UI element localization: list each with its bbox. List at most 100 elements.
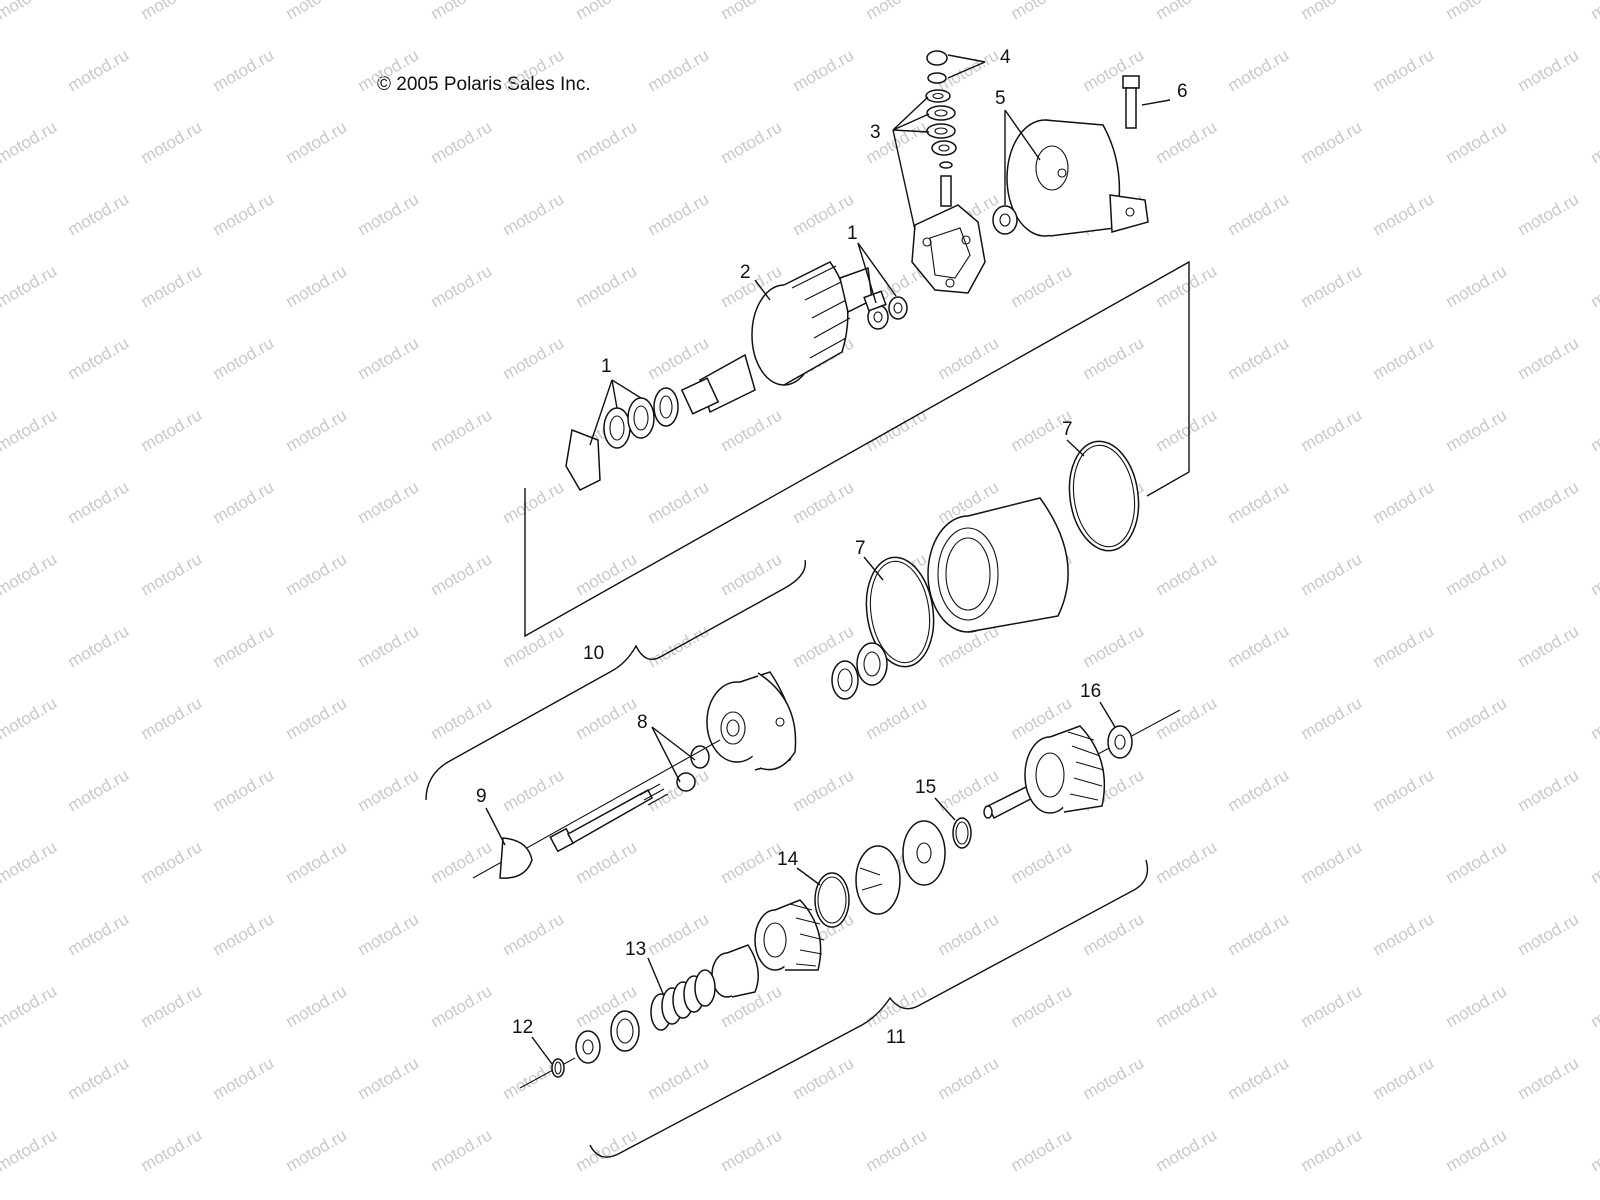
watermark-text: motod.ru	[0, 981, 60, 1031]
watermark-text: motod.ru	[1588, 0, 1600, 23]
watermark-text: motod.ru	[0, 0, 60, 23]
watermark-text: motod.ru	[210, 909, 278, 959]
watermark-text: motod.ru	[0, 117, 60, 167]
watermark-text: motod.ru	[1370, 909, 1438, 959]
watermark-text: motod.ru	[1298, 405, 1366, 455]
watermark-text: motod.ru	[500, 189, 568, 239]
watermark-text: motod.ru	[283, 261, 351, 311]
watermark-text: motod.ru	[1298, 693, 1366, 743]
part-14-retaining-ring	[814, 872, 850, 928]
callout-4: 4	[1000, 47, 1011, 68]
watermark-text: motod.ru	[1225, 189, 1293, 239]
watermark-text: motod.ru	[138, 981, 206, 1031]
watermark-text: motod.ru	[645, 765, 713, 815]
watermark-text: motod.ru	[428, 261, 496, 311]
callout-16: 16	[1080, 681, 1101, 702]
watermark-text: motod.ru	[138, 117, 206, 167]
watermark-text: motod.ru	[1370, 765, 1438, 815]
watermark-text: motod.ru	[428, 693, 496, 743]
watermark-text: motod.ru	[1080, 333, 1148, 383]
watermark-text: motod.ru	[138, 405, 206, 455]
watermark-text: motod.ru	[283, 549, 351, 599]
watermark-text: motod.ru	[1588, 405, 1600, 455]
watermark-text: motod.ru	[1588, 261, 1600, 311]
watermark-text: motod.ru	[1298, 1125, 1366, 1175]
spring-retainers	[575, 1010, 640, 1064]
bearing-needle	[831, 642, 888, 700]
callout-2: 2	[740, 262, 751, 283]
callout-9: 9	[476, 786, 487, 807]
watermark-text: motod.ru	[718, 117, 786, 167]
watermark-text: motod.ru	[1153, 117, 1221, 167]
watermark-text: motod.ru	[1370, 189, 1438, 239]
watermark-text: motod.ru	[1443, 261, 1511, 311]
watermark-text: motod.ru	[210, 765, 278, 815]
watermark-text: motod.ru	[1443, 0, 1511, 23]
watermark-text: motod.ru	[645, 909, 713, 959]
watermark-text: motod.ru	[573, 261, 641, 311]
watermark-text: motod.ru	[210, 189, 278, 239]
watermark-text: motod.ru	[863, 981, 931, 1031]
callout-7-lower: 7	[855, 538, 866, 559]
callout-7-upper: 7	[1062, 419, 1073, 440]
callout-14: 14	[777, 849, 799, 870]
watermark-text: motod.ru	[65, 333, 133, 383]
watermark-text: motod.ru	[1443, 549, 1511, 599]
watermark-text: motod.ru	[1008, 837, 1076, 887]
watermark-text: motod.ru	[65, 1053, 133, 1103]
gear-housing	[706, 671, 797, 771]
watermark-text: motod.ru	[138, 837, 206, 887]
watermark-text: motod.ru	[1225, 909, 1293, 959]
callout-13: 13	[625, 939, 646, 960]
watermark-text: motod.ru	[500, 45, 568, 95]
part-3-washers	[925, 89, 957, 169]
watermark-text: motod.ru	[0, 837, 60, 887]
watermark-text: motod.ru	[283, 981, 351, 1031]
watermark-text: motod.ru	[1153, 693, 1221, 743]
watermark-text: motod.ru	[138, 549, 206, 599]
watermark-text: motod.ru	[428, 981, 496, 1031]
watermark-text: motod.ru	[573, 117, 641, 167]
callout-10: 10	[583, 643, 604, 664]
watermark-text: motod.ru	[935, 333, 1003, 383]
brace-group-11	[589, 859, 1149, 1158]
watermark-text: motod.ru	[1008, 261, 1076, 311]
watermark-text: motod.ru	[1515, 333, 1583, 383]
thrust-washer	[902, 820, 946, 886]
watermark-text: motod.ru	[1153, 405, 1221, 455]
watermark-text: motod.ru	[283, 405, 351, 455]
callouts: 4 3 5 6 1 2 1 7 7 10 8 9 16 15 14 13 12 …	[476, 47, 1188, 1048]
watermark-text: motod.ru	[428, 549, 496, 599]
watermark-text: motod.ru	[1225, 477, 1293, 527]
watermark-text: motod.ru	[65, 45, 133, 95]
callout-3: 3	[870, 122, 881, 143]
watermark-text: motod.ru	[65, 909, 133, 959]
watermark-text: motod.ru	[573, 693, 641, 743]
watermark-text: motod.ru	[1298, 117, 1366, 167]
watermark-text: motod.ru	[645, 333, 713, 383]
watermark-text: motod.ru	[210, 45, 278, 95]
part-7-o-ring-right	[1068, 440, 1140, 552]
watermark-text: motod.ru	[1515, 189, 1583, 239]
watermark-text: motod.ru	[283, 1125, 351, 1175]
watermark-text: motod.ru	[573, 1125, 641, 1175]
watermark-text: motod.ru	[210, 1053, 278, 1103]
watermark-text: motod.ru	[65, 477, 133, 527]
copyright-notice: © 2005 Polaris Sales Inc.	[377, 74, 591, 95]
watermark-text: motod.ru	[1443, 405, 1511, 455]
watermark-text: motod.ru	[138, 693, 206, 743]
part-13-spring	[650, 969, 716, 1031]
watermark-text: motod.ru	[283, 693, 351, 743]
watermark-text: motod.ru	[1153, 1125, 1221, 1175]
watermark-text: motod.ru	[1588, 837, 1600, 887]
watermark-text: motod.ru	[210, 477, 278, 527]
watermark-text: motod.ru	[1515, 45, 1583, 95]
watermark-text: motod.ru	[1225, 45, 1293, 95]
watermark-text: motod.ru	[573, 0, 641, 23]
watermark-text: motod.ru	[355, 765, 423, 815]
watermark-text: motod.ru	[355, 333, 423, 383]
watermark-text: motod.ru	[1443, 693, 1511, 743]
watermark-text: motod.ru	[1370, 45, 1438, 95]
